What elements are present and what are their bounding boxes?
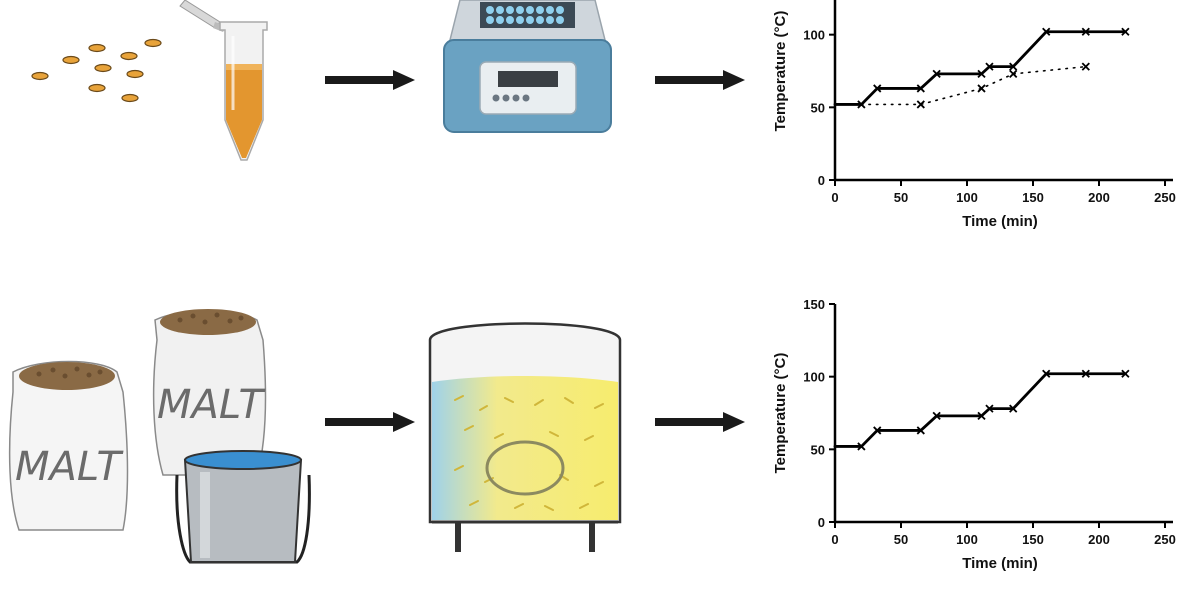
x-tick-label: 0 xyxy=(831,532,838,547)
y-axis-label: Temperature (°C) xyxy=(772,11,789,132)
x-axis-label: Time (min) xyxy=(962,555,1038,572)
arrow-icon xyxy=(655,412,745,432)
x-tick-label: 150 xyxy=(1022,532,1044,547)
x-tick-label: 250 xyxy=(1154,532,1176,547)
data-point-marker xyxy=(977,69,986,79)
x-tick-label: 100 xyxy=(956,532,978,547)
data-point-marker xyxy=(916,100,925,109)
data-point-marker xyxy=(1121,369,1130,378)
data-point-marker xyxy=(1009,62,1018,71)
x-tick-label: 50 xyxy=(894,190,908,205)
data-point-marker xyxy=(916,84,925,93)
data-point-marker xyxy=(1081,369,1090,378)
data-point-marker xyxy=(977,84,986,93)
x-axis-label: Time (min) xyxy=(962,213,1038,230)
data-point-marker xyxy=(1009,69,1018,79)
x-tick-label: 200 xyxy=(1088,532,1110,547)
y-tick-label: 100 xyxy=(803,370,825,385)
arrow-icon xyxy=(325,70,415,90)
data-point-marker xyxy=(1009,404,1018,413)
arrow-icon xyxy=(325,412,415,432)
y-tick-label: 0 xyxy=(818,173,825,188)
data-point-marker xyxy=(1042,27,1051,36)
y-tick-label: 50 xyxy=(811,442,825,457)
data-point-marker xyxy=(873,84,882,93)
data-point-marker xyxy=(932,69,941,79)
x-tick-label: 100 xyxy=(956,190,978,205)
data-point-marker xyxy=(985,62,994,71)
seeds-illustration xyxy=(31,38,162,103)
series-line-dotted xyxy=(860,65,1087,106)
tube-with-pipette xyxy=(179,0,268,161)
mash-tun-vessel xyxy=(428,322,622,552)
y-tick-label: 100 xyxy=(803,28,825,43)
y-axis-label: Temperature (°C) xyxy=(772,353,789,474)
arrow-icon xyxy=(655,70,745,90)
bag-label: MALT xyxy=(157,382,266,428)
x-tick-label: 0 xyxy=(831,190,838,205)
malt-bags-and-water-bucket: MALT MALT xyxy=(8,309,311,564)
data-point-marker xyxy=(977,411,986,421)
series-line-solid xyxy=(833,372,1127,448)
x-tick-label: 150 xyxy=(1022,190,1044,205)
data-point-marker xyxy=(916,426,925,435)
data-point-marker xyxy=(1042,369,1051,378)
bag-label: MALT xyxy=(15,444,124,490)
series-line-solid xyxy=(833,30,1127,106)
data-point-marker xyxy=(1081,27,1090,36)
incubator-device xyxy=(443,0,612,133)
data-point-marker xyxy=(1081,62,1090,71)
y-tick-label: 0 xyxy=(818,515,825,530)
data-point-marker xyxy=(932,411,941,421)
x-tick-label: 200 xyxy=(1088,190,1110,205)
y-tick-label: 50 xyxy=(811,100,825,115)
x-tick-label: 250 xyxy=(1154,190,1176,205)
data-point-marker xyxy=(985,404,994,413)
data-point-marker xyxy=(857,442,866,451)
data-point-marker xyxy=(1121,27,1130,36)
x-tick-label: 50 xyxy=(894,532,908,547)
y-tick-label: 150 xyxy=(803,297,825,312)
data-point-marker xyxy=(873,426,882,435)
